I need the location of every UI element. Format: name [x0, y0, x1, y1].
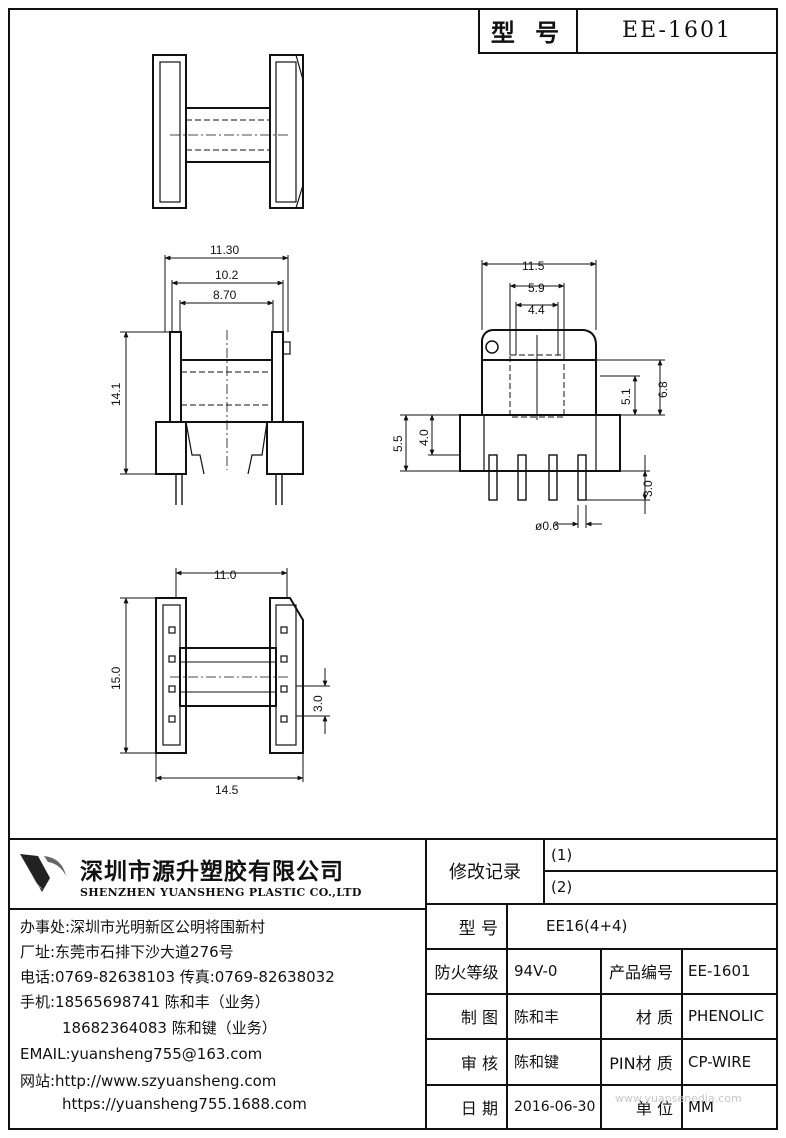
revision-1: (1) [551, 846, 573, 864]
phone-fax: 电话:0769-82638103 传真:0769-82638032 [20, 968, 335, 986]
info-block-top-border [8, 838, 778, 840]
dim-15-0: 15.0 [109, 666, 123, 690]
top-view [152, 54, 304, 209]
drawn-by-value: 陈和丰 [514, 1007, 560, 1026]
dim-4-4: 4.4 [528, 303, 545, 317]
table-line-1 [426, 948, 778, 950]
drawn-by-label: 制 图 [460, 1008, 498, 1027]
email: EMAIL:yuansheng755@163.com [20, 1045, 263, 1063]
table-line-2 [426, 993, 778, 995]
date-label: 日 期 [460, 1099, 498, 1118]
office-address: 办事处:深圳市光明新区公明将围新村 [20, 918, 266, 936]
front-view [155, 330, 304, 505]
unit-value: MM [688, 1098, 714, 1116]
unit-label: 单 位 [635, 1099, 673, 1118]
revision-bottom-line [426, 903, 778, 905]
company-name-en: SHENZHEN YUANSHENG PLASTIC CO.,LTD [80, 886, 362, 899]
mobile-1: 手机:18565698741 陈和丰（业务） [20, 993, 270, 1011]
mobile-2: 18682364083 陈和键（业务） [62, 1019, 277, 1037]
product-code-label: 产品编号 [608, 963, 673, 982]
drawing-frame [8, 8, 778, 1130]
revision-2: (2) [551, 878, 573, 896]
dim-11-30: 11.30 [210, 243, 239, 257]
table-col-3 [681, 948, 683, 1130]
title-block: 型 号 EE-1601 [478, 8, 778, 54]
table-line-4 [426, 1084, 778, 1086]
dim-11-0: 11.0 [214, 568, 237, 582]
model-field-label: 型 号 [458, 918, 498, 939]
company-name-cn: 深圳市源升塑胶有限公司 [80, 859, 344, 885]
pin-material-value: CP-WIRE [688, 1052, 752, 1071]
pin-material-label: PIN材 质 [609, 1053, 673, 1073]
material-label: 材 质 [635, 1008, 673, 1027]
bottom-view [155, 597, 304, 754]
dim-pin-diameter: ø0.6 [535, 519, 559, 533]
reviewed-by-label: 审 核 [460, 1053, 498, 1073]
dim-11-5: 11.5 [522, 259, 545, 273]
model-field-value: EE16(4+4) [546, 917, 628, 935]
dim-5-5: 5.5 [391, 435, 405, 452]
model-number: EE-1601 [622, 17, 732, 43]
fire-rating-label: 防火等级 [434, 963, 499, 982]
dim-14-1: 14.1 [109, 382, 123, 406]
model-label: 型 号 [480, 8, 578, 52]
table-col-2 [600, 948, 602, 1130]
fire-rating-value: 94V-0 [514, 962, 558, 980]
company-logo [20, 854, 66, 892]
dim-3-0-bottom: 3.0 [311, 695, 325, 712]
material-value: PHENOLIC [688, 1007, 765, 1025]
dim-10-2: 10.2 [215, 268, 239, 282]
factory-address: 厂址:东莞市石排下沙大道276号 [20, 943, 234, 961]
website: 网站:http://www.szyuansheng.com [20, 1072, 277, 1090]
revision-label: 修改记录 [449, 862, 521, 883]
date-value: 2016-06-30 [514, 1099, 596, 1115]
dim-4-0: 4.0 [417, 429, 431, 446]
dim-5-1: 5.1 [619, 388, 633, 405]
table-line-3 [426, 1038, 778, 1040]
reviewed-by-value: 陈和键 [514, 1053, 560, 1071]
dim-8-70: 8.70 [213, 288, 237, 302]
side-view [459, 329, 621, 501]
dim-14-5: 14.5 [215, 783, 239, 797]
product-code-value: EE-1601 [688, 962, 751, 980]
dim-3-0-side: 3.0 [641, 480, 655, 497]
dim-6-8: 6.8 [656, 381, 670, 398]
dim-5-9: 5.9 [528, 281, 545, 295]
watermark: www.yuansenedia.com [615, 1092, 742, 1105]
info-divider [425, 838, 427, 1130]
store-url: https://yuansheng755.1688.com [62, 1095, 307, 1113]
revision-row-line [543, 870, 778, 872]
table-col-1 [506, 903, 508, 1130]
company-divider [8, 908, 426, 910]
